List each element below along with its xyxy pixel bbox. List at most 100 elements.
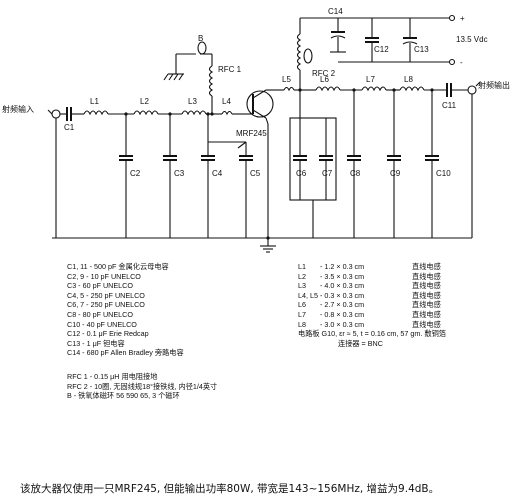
supply-label: 13.5 Vdc	[456, 35, 488, 44]
capacitor-list-item: C3 - 60 pF UNELCO	[67, 281, 133, 291]
inductor-list-item: L2 - 3.5 × 0.3 cm 直线电感	[298, 272, 524, 282]
capacitor-parts-list: C1, 11 - 500 pF 金属化云母电容 C2, 9 - 10 pF UN…	[67, 262, 307, 358]
label-l2: L2	[140, 97, 149, 106]
transistor-label: MRF245	[236, 129, 267, 138]
connector-note: 连接器 = BNC	[338, 338, 383, 348]
inductor-description: 直线电感	[412, 290, 441, 300]
inductor-dimension: - 4.0 × 0.3 cm	[320, 281, 365, 291]
rfc-list-item: RFC 1 - 0.15 μH 用电阻接地	[67, 372, 158, 381]
inductor-symbol: L8	[298, 319, 306, 329]
inductor-list-item: L4, L5 - 0.3 × 0.3 cm 直线电感	[298, 291, 524, 301]
inductor-description: 直线电感	[412, 271, 441, 281]
inductor-description: 直线电感	[412, 319, 441, 329]
inductor-l3	[181, 110, 207, 116]
inductor-symbol: L2	[298, 271, 306, 281]
capacitor-c5	[208, 141, 253, 238]
capacitor-c3	[163, 114, 177, 238]
label-l3: L3	[188, 97, 197, 106]
capacitor-list-item: C2, 9 - 10 pF UNELCO	[67, 271, 141, 281]
capacitor-c1	[66, 107, 72, 121]
capacitor-list-item: C10 - 40 pF UNELCO	[67, 319, 137, 329]
label-c13: C13	[414, 45, 429, 54]
label-c5: C5	[250, 169, 261, 178]
capacitor-c6-c7-group	[289, 90, 337, 238]
inductor-description: 直线电感	[412, 309, 441, 319]
inductor-dimension: - 0.3 × 0.3 cm	[320, 290, 365, 300]
inductor-symbol: L4, L5	[298, 290, 318, 300]
inductor-list-item: L8 - 3.0 × 0.3 cm 直线电感	[298, 320, 524, 330]
capacitor-c4	[201, 114, 215, 238]
board-note: 电路板 G10, εr ≈ 5, t = 0.16 cm, 57 gm. 敷铜箔	[298, 329, 446, 339]
label-c3: C3	[174, 169, 185, 178]
amplifier-schematic: 射频输入 射频输出 MRF245 13.5 Vdc B + - C1 C2 C3…	[2, 7, 510, 253]
label-c1: C1	[64, 123, 75, 132]
label-l7: L7	[366, 75, 375, 84]
capacitor-list-item: C6, 7 - 250 pF UNELCO	[67, 300, 145, 310]
label-c7: C7	[322, 169, 333, 178]
bead-label: B	[198, 34, 203, 43]
label-c11: C11	[442, 101, 457, 110]
inductor-dimension: - 3.0 × 0.3 cm	[320, 319, 365, 329]
capacitor-list-item: C8 - 80 pF UNELCO	[67, 309, 133, 319]
rfc-list-item: RFC 2 - 10圈, 无固线规18°接铁线, 内径1/4英寸	[67, 381, 218, 391]
label-rfc2: RFC 2	[312, 69, 336, 78]
capacitor-list-item: C1, 11 - 500 pF 金属化云母电容	[67, 262, 169, 271]
label-l4: L4	[222, 97, 231, 106]
ferrite-bead	[163, 41, 207, 81]
transistor-mrf245	[246, 89, 274, 238]
rfc-parts-list: RFC 1 - 0.15 μH 用电阻接地 RFC 2 - 10圈, 无固线规1…	[67, 372, 327, 401]
input-label: 射频输入	[2, 104, 34, 114]
label-l6: L6	[320, 75, 329, 84]
inductor-l4	[221, 110, 233, 116]
inductor-list-item: L3 - 4.0 × 0.3 cm 直线电感	[298, 281, 524, 291]
label-c10: C10	[436, 169, 451, 178]
capacitor-list-item: C13 - 1 μF 钽电容	[67, 338, 125, 348]
label-c12: C12	[374, 45, 389, 54]
output-connector	[467, 81, 481, 238]
inductor-description: 直线电感	[412, 262, 441, 271]
inductor-list-item: L1 - 1.2 × 0.3 cm 直线电感	[298, 262, 524, 272]
inductor-symbol: L3	[298, 281, 306, 291]
junction-dots	[124, 88, 434, 240]
inductor-dimension: - 2.7 × 0.3 cm	[320, 300, 365, 310]
capacitor-c12	[365, 18, 379, 62]
inductor-l8	[399, 86, 425, 92]
minus-label: -	[460, 58, 463, 67]
figure-caption: 该放大器仅使用一只MRF245, 但能输出功率80W, 带宽是143~156MH…	[20, 483, 440, 495]
plus-label: +	[460, 14, 465, 23]
capacitor-c13	[402, 18, 418, 62]
label-c4: C4	[212, 169, 223, 178]
inductor-l2	[133, 110, 159, 116]
inductor-l6	[315, 86, 341, 92]
label-c2: C2	[130, 169, 141, 178]
inductor-dimension: - 3.5 × 0.3 cm	[320, 271, 365, 281]
capacitor-c14	[330, 18, 346, 53]
capacitor-c9	[387, 90, 401, 238]
label-l1: L1	[90, 97, 99, 106]
label-rfc1: RFC 1	[218, 65, 242, 74]
capacitor-c10	[425, 90, 439, 238]
inductor-list-item: L6 - 2.7 × 0.3 cm 直线电感	[298, 300, 524, 310]
inductor-description: 直线电感	[412, 281, 441, 291]
ground-symbol	[260, 238, 276, 253]
capacitor-c11	[446, 83, 452, 97]
label-c14: C14	[328, 7, 343, 16]
rfc2-choke	[296, 18, 302, 90]
rfc2-bead	[303, 48, 313, 64]
capacitor-list-item: C14 - 680 pF Allen Bradley 旁路电容	[67, 348, 184, 358]
inductor-description: 直线电感	[412, 300, 441, 310]
inductor-symbol: L7	[298, 309, 306, 319]
supply-terminals	[448, 14, 456, 66]
output-label: 射频输出	[478, 80, 510, 90]
label-c8: C8	[350, 169, 361, 178]
inductor-symbol: L1	[298, 262, 306, 271]
inductor-dimension: - 0.8 × 0.3 cm	[320, 309, 365, 319]
capacitor-list-item: C4, 5 - 250 pF UNELCO	[67, 290, 145, 300]
inductor-l5	[283, 86, 295, 92]
capacitor-c2	[119, 114, 133, 238]
inductor-l1	[83, 110, 109, 116]
capacitor-list-item: C12 - 0.1 μF Erie Redcap	[67, 329, 149, 339]
label-l8: L8	[404, 75, 413, 84]
capacitor-c8	[347, 90, 361, 238]
inductor-dimension: - 1.2 × 0.3 cm	[320, 262, 365, 271]
